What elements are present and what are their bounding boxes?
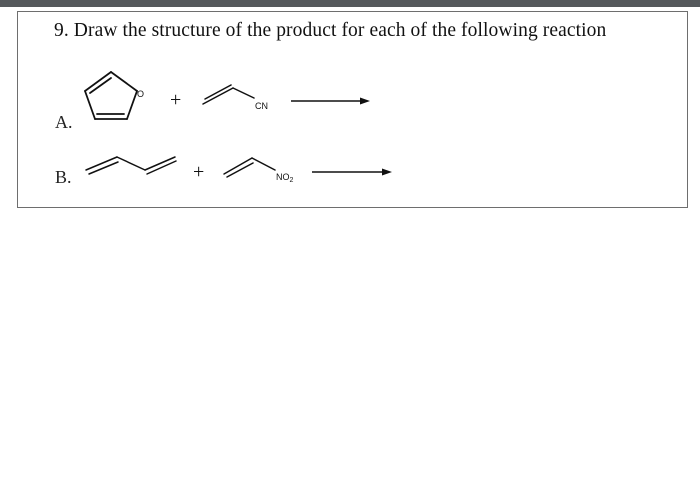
reaction-b-label: B. (55, 167, 72, 187)
reaction-b-arrow (312, 168, 392, 176)
furan-structure (84, 71, 138, 120)
reaction-a-arrow (291, 97, 370, 105)
nitro-main-text: NO (276, 172, 290, 182)
question-box (17, 11, 688, 208)
reaction-b-plus: + (193, 161, 204, 183)
cyano-label: CN (255, 101, 268, 111)
furan-oxygen-label: O (137, 89, 144, 99)
top-bar (0, 0, 700, 7)
reaction-a-label: A. (55, 112, 73, 132)
nitroethylene-structure (223, 157, 276, 178)
acrylonitrile-structure (202, 84, 255, 105)
butadiene-structure (85, 156, 177, 175)
nitro-label: NO2 (276, 172, 294, 184)
reaction-a-plus: + (170, 89, 181, 111)
nitro-subscript: 2 (290, 177, 294, 184)
question-title: 9. Draw the structure of the product for… (54, 20, 607, 41)
